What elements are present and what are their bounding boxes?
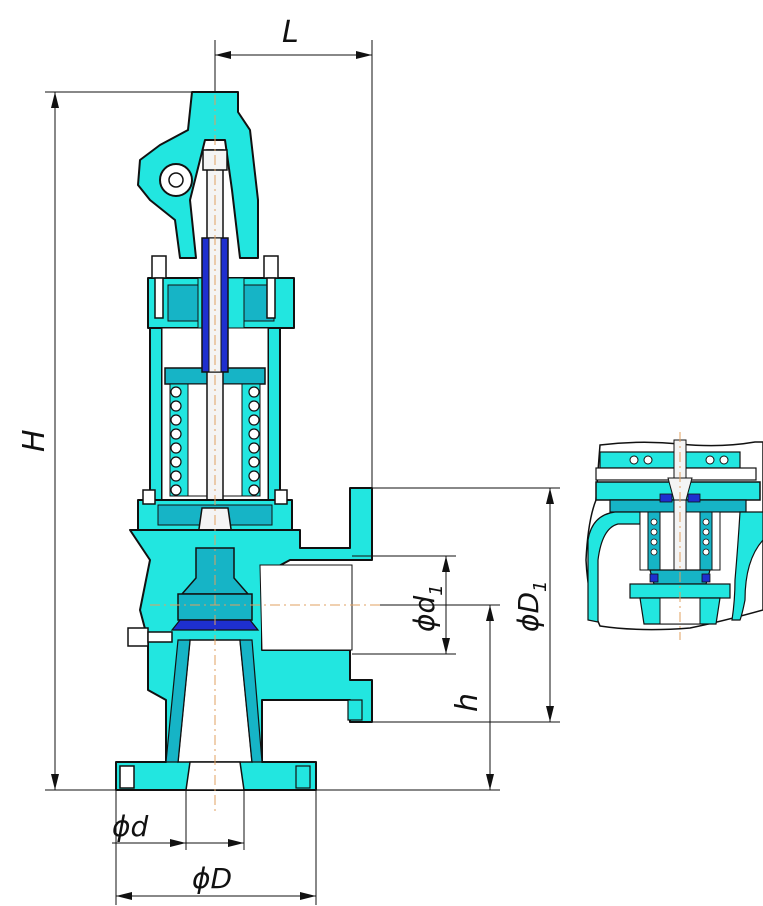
lower-bolt-right <box>274 489 288 505</box>
spring-housing-right-wall <box>267 327 281 501</box>
spring-housing-left-wall <box>149 327 163 501</box>
detail-view <box>583 432 763 640</box>
dim-label-D1-main: ϕD <box>512 592 545 632</box>
dim-label-d1-main: ϕd <box>408 596 441 632</box>
outlet-passage <box>259 564 353 651</box>
dim-label-H: H <box>17 429 52 452</box>
main-valve-section <box>115 91 373 791</box>
top-bolt-right <box>263 255 279 319</box>
dim-label-D: ϕD <box>192 862 232 895</box>
adjusting-screw <box>127 627 173 647</box>
dim-label-L: L <box>282 15 299 50</box>
cap-housing <box>137 91 259 259</box>
dim-label-d1: ϕd1 <box>408 584 447 632</box>
top-bolt-left <box>151 255 167 319</box>
inlet-flange-bolt <box>119 765 135 789</box>
dim-label-h: h <box>450 693 485 712</box>
dim-label-D1-sub: 1 <box>530 581 551 592</box>
lower-bolt-left <box>142 489 156 505</box>
dim-label-d: ϕd <box>112 810 148 843</box>
dim-label-D1: ϕD1 <box>512 581 551 632</box>
dimension-labels: L H h ϕD1 ϕd1 ϕd ϕD <box>17 15 551 895</box>
center-axes <box>150 55 380 812</box>
dim-label-d1-sub: 1 <box>426 584 447 595</box>
dimension-lines <box>45 40 560 905</box>
